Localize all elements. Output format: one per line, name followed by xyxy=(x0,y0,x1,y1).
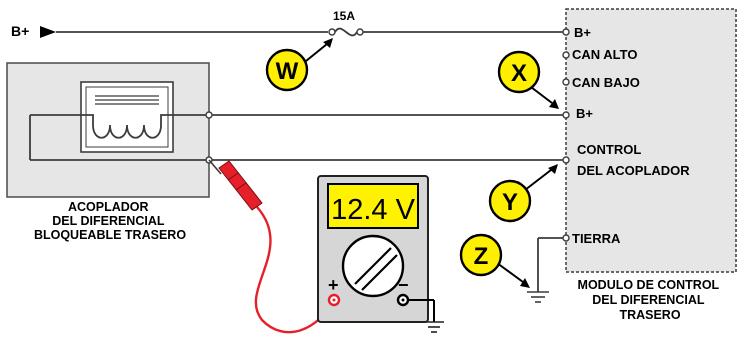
coupler-coil-winding xyxy=(30,114,206,139)
module-pin-label-acoplador: DEL ACOPLADOR xyxy=(577,163,690,178)
supply-arrow xyxy=(40,26,56,38)
coupler-label: ACOPLADOR DEL DIFERENCIAL BLOQUEABLE TRA… xyxy=(34,200,186,242)
module-pin-label-control: CONTROL xyxy=(577,142,641,157)
module-pin-label-can-alto: CAN ALTO xyxy=(572,47,637,62)
callout-y-arrowhead xyxy=(548,164,558,174)
module-pin-label-b-plus-top: B+ xyxy=(574,25,591,40)
callout-y-leader xyxy=(524,169,552,191)
callout-x-letter: X xyxy=(511,60,527,87)
probe-handle xyxy=(218,160,263,211)
module-pin-can-alto xyxy=(562,51,570,59)
fuse-symbol xyxy=(334,27,358,37)
fuse-node-right xyxy=(356,28,364,36)
module-pin-label-tierra: TIERRA xyxy=(572,231,621,246)
coupler-coil-inner xyxy=(85,86,169,148)
module-pin-label-can-bajo: CAN BAJO xyxy=(572,75,640,90)
module-pin-b-plus xyxy=(562,111,570,119)
callout-z-leader xyxy=(496,262,524,283)
callout-x-arrowhead xyxy=(549,99,559,109)
module-label: MODULO DE CONTROL DEL DIFERENCIAL TRASER… xyxy=(578,278,723,322)
module-pin-b-plus-top xyxy=(562,28,570,36)
callout-w-arrowhead xyxy=(323,38,333,48)
multimeter-display xyxy=(327,183,419,229)
callout-x xyxy=(497,50,541,94)
dial-pointer-line-1 xyxy=(354,247,392,285)
callout-w-leader xyxy=(305,43,328,62)
multimeter-plus-label: + xyxy=(328,275,339,295)
supply-label: B+ xyxy=(11,23,29,39)
module-pin-control xyxy=(562,156,570,164)
callout-z-letter: Z xyxy=(474,243,489,270)
callout-y xyxy=(488,179,532,223)
callout-z-arrowhead xyxy=(520,278,530,288)
callout-y-letter: Y xyxy=(502,189,518,216)
probe-tip xyxy=(208,159,222,175)
coupler-terminal-top xyxy=(205,111,213,119)
fuse-rating: 15A xyxy=(333,9,355,23)
multimeter-reading: 12.4 V xyxy=(331,194,415,226)
callout-z xyxy=(459,233,503,277)
multimeter-minus-label: − xyxy=(398,275,409,295)
module-pin-tierra xyxy=(562,234,570,242)
probe-lead-wire xyxy=(254,206,336,334)
probe-grip-line-1 xyxy=(227,172,239,181)
module-pin-label-b-plus: B+ xyxy=(576,106,593,121)
multimeter-positive-jack-center xyxy=(332,298,336,302)
control-module-box xyxy=(565,8,737,273)
multimeter-negative-jack-center xyxy=(401,298,405,302)
fuse-node-left xyxy=(328,28,336,36)
coupler-coil-frame xyxy=(80,81,174,153)
dial-pointer-line-2 xyxy=(361,254,398,291)
callout-w xyxy=(265,48,309,92)
callout-w-letter: W xyxy=(276,58,299,85)
probe-grip-line-2 xyxy=(235,182,247,191)
module-pin-can-bajo xyxy=(562,78,570,86)
